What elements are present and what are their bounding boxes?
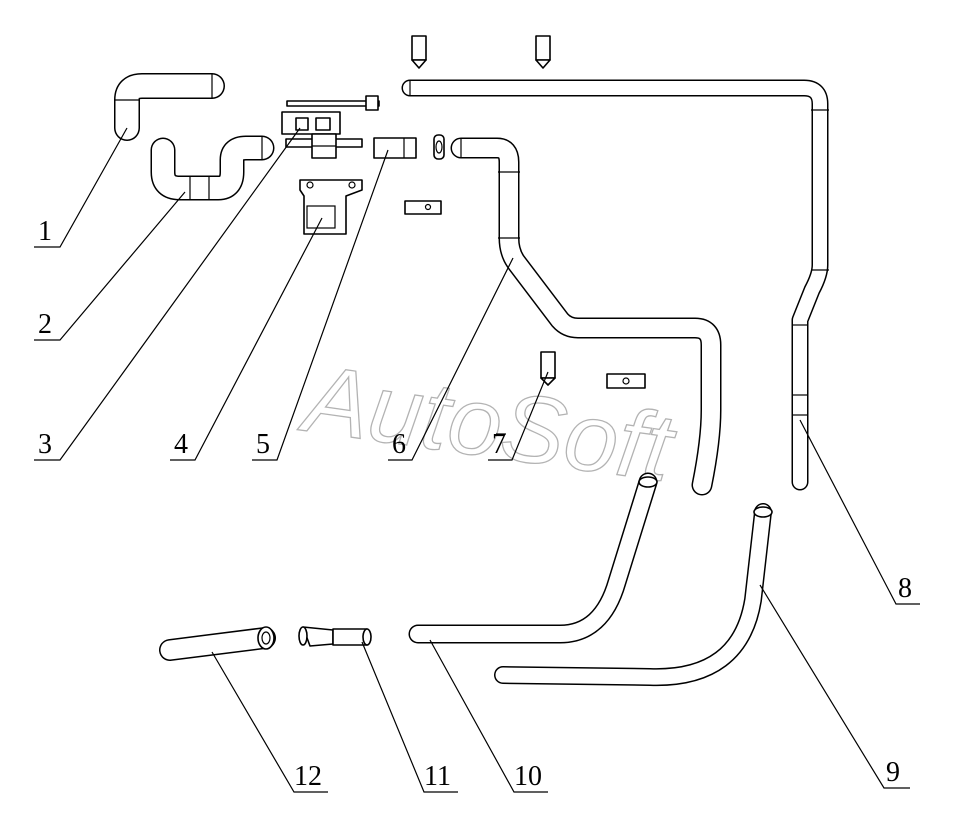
part-5-coupling-sleeve bbox=[373, 137, 417, 159]
callout-9: 9 bbox=[759, 584, 910, 789]
part-2-s-bend-hose bbox=[150, 135, 275, 201]
watermark: AutoSoft bbox=[294, 344, 682, 502]
callout-4: 4 bbox=[170, 217, 323, 461]
part-8-long-pipe bbox=[401, 79, 829, 491]
callout-label-1: 1 bbox=[38, 216, 52, 247]
part-3-valve-assembly bbox=[281, 95, 380, 159]
callout-label-7: 7 bbox=[492, 429, 506, 460]
callout-label-12: 12 bbox=[294, 761, 322, 792]
callout-label-3: 3 bbox=[38, 429, 52, 460]
callout-label-2: 2 bbox=[38, 309, 52, 340]
callout-6: 6 bbox=[388, 257, 514, 461]
part-12-straight-hose bbox=[159, 626, 276, 661]
fastener-top-left bbox=[411, 35, 427, 69]
fastener-top-right bbox=[535, 35, 551, 69]
callout-7: 7 bbox=[488, 371, 549, 461]
part-7-fastener bbox=[496, 351, 556, 435]
callout-3: 3 bbox=[34, 127, 301, 461]
callout-2: 2 bbox=[34, 191, 186, 341]
part-9-curved-hose bbox=[494, 503, 773, 687]
part-10-curved-hose bbox=[408, 472, 658, 644]
callout-8: 8 bbox=[799, 419, 920, 605]
callout-label-6: 6 bbox=[392, 429, 406, 460]
callout-label-10: 10 bbox=[514, 761, 542, 792]
callout-label-5: 5 bbox=[256, 429, 270, 460]
hose-clamp-small bbox=[433, 134, 445, 160]
callout-label-8: 8 bbox=[898, 573, 912, 604]
callout-label-11: 11 bbox=[424, 761, 451, 792]
clip-bracket-right bbox=[606, 373, 646, 389]
part-1-elbow-pipe bbox=[114, 73, 225, 141]
callout-1: 1 bbox=[34, 127, 128, 248]
part-4-mounting-bracket bbox=[299, 179, 363, 235]
clip-bracket bbox=[404, 200, 442, 215]
callout-label-9: 9 bbox=[886, 757, 900, 788]
callout-5: 5 bbox=[252, 149, 389, 461]
callout-10: 10 bbox=[429, 639, 548, 793]
callout-12: 12 bbox=[211, 651, 328, 793]
callout-11: 11 bbox=[361, 641, 458, 793]
part-6-bent-pipe bbox=[450, 137, 722, 496]
part-11-reducer-fitting bbox=[298, 626, 372, 647]
callout-label-4: 4 bbox=[174, 429, 188, 460]
